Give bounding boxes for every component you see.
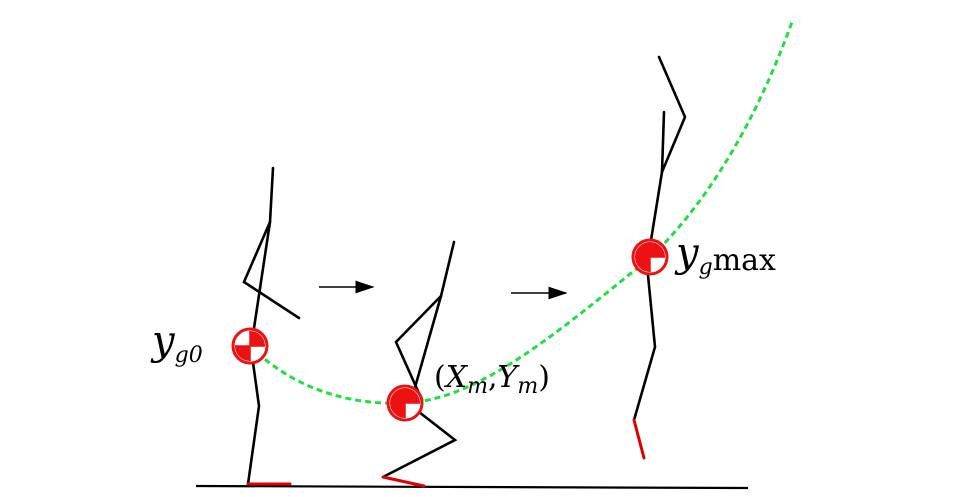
center-of-mass-icon bbox=[631, 238, 669, 276]
label-min-point: (Xm,Ym) bbox=[434, 360, 550, 399]
com-trajectory bbox=[248, 21, 794, 405]
ground-line bbox=[195, 484, 749, 490]
stick-figure-standing bbox=[242, 166, 301, 486]
center-of-mass-icon bbox=[231, 327, 269, 365]
label-max-height: ygmax bbox=[674, 230, 776, 280]
center-of-mass-icon bbox=[386, 384, 424, 422]
label-start-height: yg0 bbox=[150, 318, 203, 368]
